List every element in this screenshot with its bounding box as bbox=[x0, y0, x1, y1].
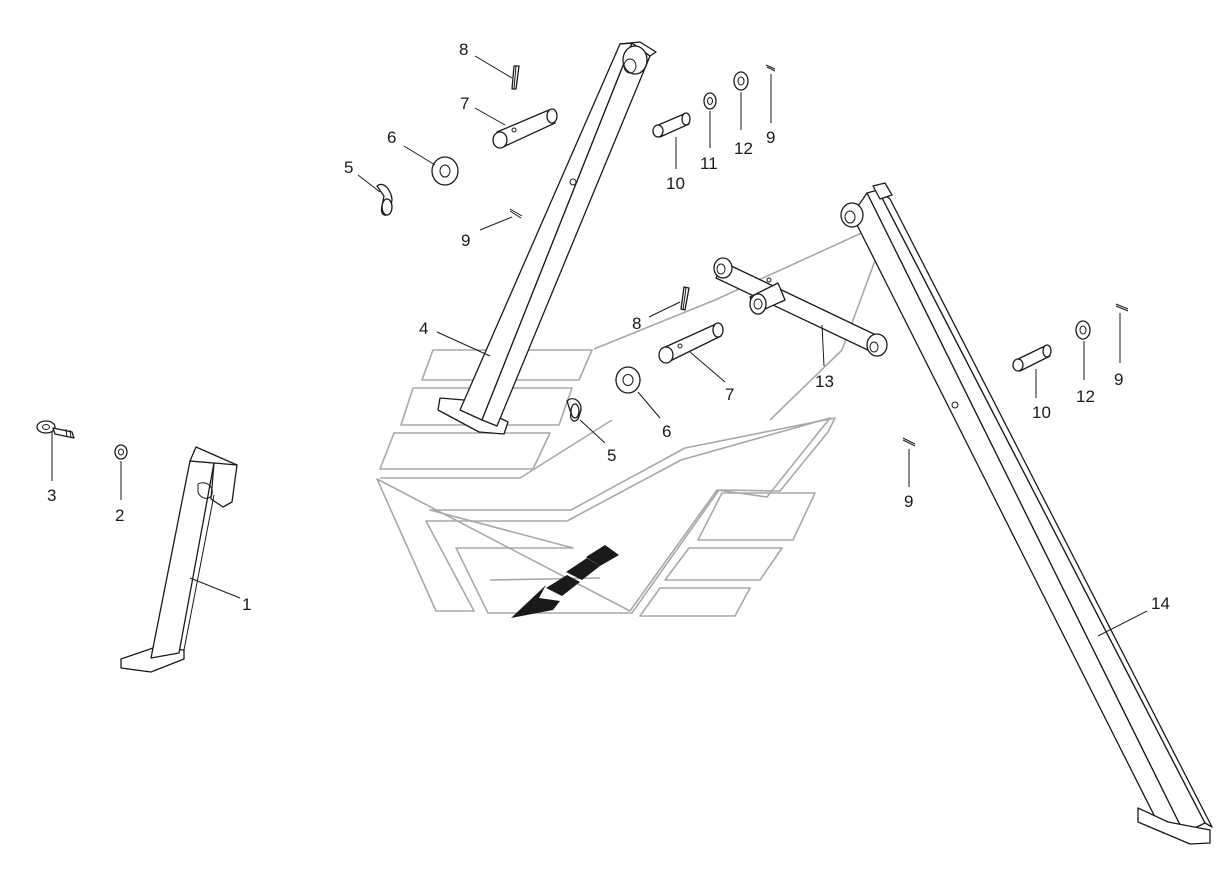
callout-14: 14 bbox=[1151, 594, 1170, 613]
callout-8-lower: 8 bbox=[632, 314, 641, 333]
leader-lines bbox=[51, 55, 1148, 637]
callout-2: 2 bbox=[115, 506, 124, 525]
washer-part-12-lower bbox=[1075, 320, 1091, 340]
callout-1: 1 bbox=[242, 595, 251, 614]
callout-10-upper: 10 bbox=[666, 174, 685, 193]
center-stand-leg-part-4 bbox=[437, 41, 657, 435]
callout-9-b: 9 bbox=[766, 128, 775, 147]
callout-5-lower: 5 bbox=[607, 446, 616, 465]
washer-part-12-upper bbox=[733, 71, 749, 91]
callout-3: 3 bbox=[47, 486, 56, 505]
small-pin-part-9-a bbox=[509, 208, 523, 219]
callout-11: 11 bbox=[700, 154, 718, 173]
callout-8-upper: 8 bbox=[459, 40, 468, 59]
link-bracket-part-13 bbox=[713, 257, 888, 357]
callout-9-d: 9 bbox=[904, 492, 913, 511]
forward-direction-arrow bbox=[511, 545, 619, 618]
callout-4: 4 bbox=[419, 319, 428, 338]
washer-part-11 bbox=[703, 92, 717, 110]
callout-7-upper: 7 bbox=[460, 94, 469, 113]
pivot-pin-part-7-upper bbox=[492, 108, 558, 149]
cotter-clip-part-5-lower bbox=[566, 398, 582, 422]
small-pin-part-9-d bbox=[902, 437, 916, 447]
callout-9-c: 9 bbox=[1114, 370, 1123, 389]
side-stand-part-1 bbox=[120, 446, 238, 673]
callout-9-a: 9 bbox=[461, 231, 470, 250]
callout-12-lower: 12 bbox=[1076, 387, 1095, 406]
split-pin-part-8-lower bbox=[680, 286, 690, 311]
callout-6-upper: 6 bbox=[387, 128, 396, 147]
callout-5-upper: 5 bbox=[344, 158, 353, 177]
cotter-clip-part-5-upper bbox=[376, 183, 393, 216]
eye-bolt-part-3 bbox=[36, 420, 75, 439]
bushing-part-10-lower bbox=[1012, 344, 1052, 372]
small-pin-part-9-b bbox=[765, 64, 776, 72]
callout-10-lower: 10 bbox=[1032, 403, 1051, 422]
main-stand-leg-part-14 bbox=[840, 182, 1213, 845]
callout-6-lower: 6 bbox=[662, 422, 671, 441]
washer-part-2 bbox=[114, 444, 128, 460]
callout-12-upper: 12 bbox=[734, 139, 753, 158]
callout-7-lower: 7 bbox=[725, 385, 734, 404]
pivot-pin-part-7-lower bbox=[658, 322, 724, 364]
washer-part-6-upper bbox=[431, 156, 459, 186]
small-pin-part-9-c bbox=[1115, 303, 1129, 312]
split-pin-part-8-upper bbox=[511, 65, 520, 90]
callout-labels: 1 2 3 4 5 5 6 6 7 7 8 8 9 9 9 9 10 10 11… bbox=[47, 40, 1170, 614]
callout-13: 13 bbox=[815, 372, 834, 391]
bushing-part-10-upper bbox=[652, 112, 691, 138]
washer-part-6-lower bbox=[615, 366, 641, 394]
